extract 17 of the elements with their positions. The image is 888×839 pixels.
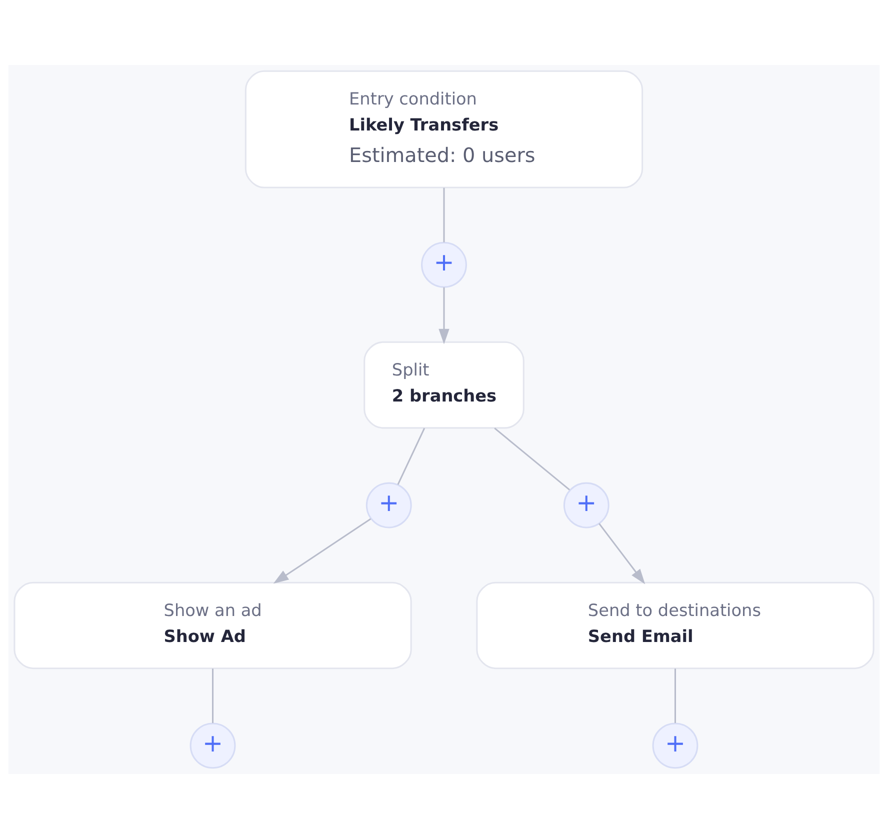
node-circle: + <box>421 242 467 288</box>
node-box: Split 2 branches <box>364 341 524 429</box>
node-circle: + <box>563 482 610 528</box>
node-box: Show an ad Show Ad <box>14 582 412 670</box>
connector <box>212 668 214 724</box>
connector <box>443 188 445 242</box>
arrow <box>273 518 372 584</box>
arrow <box>598 523 646 584</box>
node-circle: + <box>190 722 236 769</box>
connector <box>494 428 570 490</box>
node-box: Entry condition Likely Transfers Estimated: 0 users <box>244 70 644 188</box>
node-circle: + <box>652 722 698 769</box>
connector <box>397 428 426 485</box>
node-box: Send to destinations Send Email <box>476 582 874 670</box>
arrow <box>438 287 450 344</box>
node-circle: + <box>366 482 412 528</box>
connector <box>674 668 676 724</box>
